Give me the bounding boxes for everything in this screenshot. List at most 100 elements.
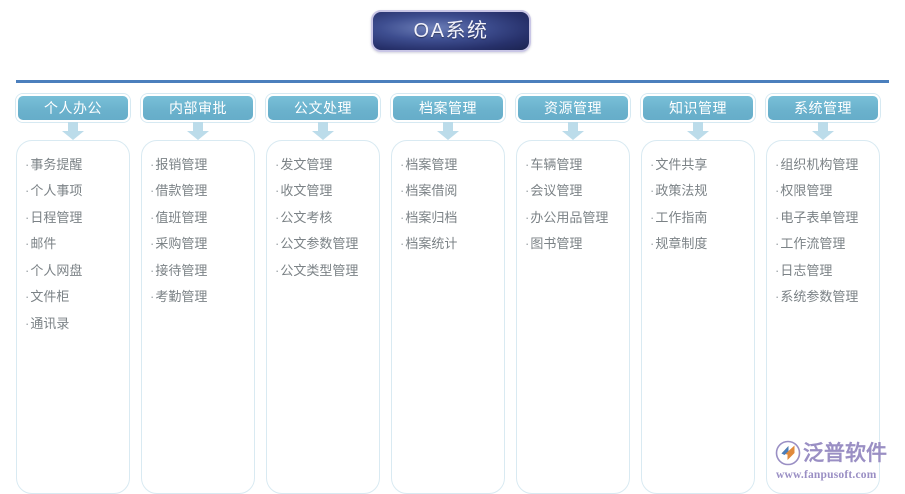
list-item[interactable]: ·借款管理 (150, 178, 248, 205)
list-item[interactable]: ·档案统计 (400, 231, 498, 258)
list-item[interactable]: ·档案借阅 (400, 178, 498, 205)
bullet-icon: · (650, 183, 655, 199)
list-item[interactable]: ·档案归档 (400, 204, 498, 231)
list-item[interactable]: ·事务提醒 (25, 151, 123, 178)
list-item[interactable]: ·工作流管理 (775, 231, 873, 258)
module-column: 档案管理·档案管理·档案借阅·档案归档·档案统计 (391, 94, 505, 494)
list-item-label: 个人网盘 (30, 262, 83, 278)
list-item-label: 电子表单管理 (780, 209, 859, 225)
module-column: 知识管理·文件共享·政策法规·工作指南·规章制度 (641, 94, 755, 494)
list-item-label: 权限管理 (780, 183, 833, 199)
list-item[interactable]: ·考勤管理 (150, 284, 248, 311)
bullet-icon: · (525, 156, 530, 172)
list-item[interactable]: ·接待管理 (150, 257, 248, 284)
column-header-1[interactable]: 个人办公 (16, 94, 130, 122)
list-item[interactable]: ·日志管理 (775, 257, 873, 284)
list-item[interactable]: ·发文管理 (275, 151, 373, 178)
list-item-label: 工作指南 (655, 209, 708, 225)
list-item[interactable]: ·收文管理 (275, 178, 373, 205)
list-item[interactable]: ·值班管理 (150, 204, 248, 231)
list-item[interactable]: ·公文考核 (275, 204, 373, 231)
bullet-icon: · (775, 209, 780, 225)
down-arrow-icon (641, 122, 755, 140)
list-item-label: 收文管理 (280, 183, 333, 199)
module-column: 系统管理·组织机构管理·权限管理·电子表单管理·工作流管理·日志管理·系统参数管… (766, 94, 880, 494)
bullet-icon: · (150, 236, 155, 252)
list-item-label: 事务提醒 (30, 156, 83, 172)
bullet-icon: · (775, 156, 780, 172)
list-item-label: 值班管理 (155, 209, 208, 225)
bullet-icon: · (400, 183, 405, 199)
list-item[interactable]: ·电子表单管理 (775, 204, 873, 231)
bullet-icon: · (150, 262, 155, 278)
bullet-icon: · (25, 156, 30, 172)
column-header-3[interactable]: 公文处理 (266, 94, 380, 122)
down-arrow-icon (16, 122, 130, 140)
list-item-label: 会议管理 (530, 183, 583, 199)
column-header-6[interactable]: 知识管理 (641, 94, 755, 122)
column-body: ·车辆管理·会议管理·办公用品管理·图书管理 (516, 140, 630, 494)
column-body: ·档案管理·档案借阅·档案归档·档案统计 (391, 140, 505, 494)
bullet-icon: · (150, 183, 155, 199)
bullet-icon: · (650, 236, 655, 252)
bullet-icon: · (275, 156, 280, 172)
list-item-label: 接待管理 (155, 262, 208, 278)
bullet-icon: · (25, 209, 30, 225)
column-body: ·事务提醒·个人事项·日程管理·邮件·个人网盘·文件柜·通讯录 (16, 140, 130, 494)
list-item[interactable]: ·日程管理 (25, 204, 123, 231)
list-item-label: 档案归档 (405, 209, 458, 225)
list-item[interactable]: ·通讯录 (25, 311, 123, 338)
list-item-label: 公文类型管理 (280, 262, 359, 278)
list-item[interactable]: ·系统参数管理 (775, 284, 873, 311)
list-item[interactable]: ·工作指南 (650, 204, 748, 231)
list-item-label: 图书管理 (530, 236, 583, 252)
list-item[interactable]: ·邮件 (25, 231, 123, 258)
list-item[interactable]: ·公文类型管理 (275, 257, 373, 284)
header-divider (16, 80, 889, 83)
list-item[interactable]: ·权限管理 (775, 178, 873, 205)
list-item-label: 考勤管理 (155, 289, 208, 305)
column-header-4[interactable]: 档案管理 (391, 94, 505, 122)
list-item[interactable]: ·办公用品管理 (525, 204, 623, 231)
list-item[interactable]: ·组织机构管理 (775, 151, 873, 178)
bullet-icon: · (150, 209, 155, 225)
list-item[interactable]: ·文件共享 (650, 151, 748, 178)
list-item[interactable]: ·政策法规 (650, 178, 748, 205)
bullet-icon: · (275, 183, 280, 199)
list-item-label: 借款管理 (155, 183, 208, 199)
list-item[interactable]: ·文件柜 (25, 284, 123, 311)
list-item[interactable]: ·车辆管理 (525, 151, 623, 178)
bullet-icon: · (25, 316, 30, 332)
module-column: 内部审批·报销管理·借款管理·值班管理·采购管理·接待管理·考勤管理 (141, 94, 255, 494)
list-item[interactable]: ·个人事项 (25, 178, 123, 205)
list-item[interactable]: ·公文参数管理 (275, 231, 373, 258)
bullet-icon: · (25, 289, 30, 305)
list-item[interactable]: ·档案管理 (400, 151, 498, 178)
bullet-icon: · (275, 209, 280, 225)
module-column: 个人办公·事务提醒·个人事项·日程管理·邮件·个人网盘·文件柜·通讯录 (16, 94, 130, 494)
list-item[interactable]: ·采购管理 (150, 231, 248, 258)
bullet-icon: · (775, 183, 780, 199)
down-arrow-icon (766, 122, 880, 140)
list-item-label: 档案统计 (405, 236, 458, 252)
bullet-icon: · (25, 236, 30, 252)
list-item[interactable]: ·个人网盘 (25, 257, 123, 284)
column-header-5[interactable]: 资源管理 (516, 94, 630, 122)
list-item-label: 车辆管理 (530, 156, 583, 172)
bullet-icon: · (400, 209, 405, 225)
list-item-label: 个人事项 (30, 183, 83, 199)
list-item[interactable]: ·图书管理 (525, 231, 623, 258)
down-arrow-icon (141, 122, 255, 140)
list-item[interactable]: ·规章制度 (650, 231, 748, 258)
list-item[interactable]: ·报销管理 (150, 151, 248, 178)
list-item-label: 公文参数管理 (280, 236, 359, 252)
list-item-label: 组织机构管理 (780, 156, 859, 172)
column-header-2[interactable]: 内部审批 (141, 94, 255, 122)
bullet-icon: · (775, 262, 780, 278)
list-item-label: 系统参数管理 (780, 289, 859, 305)
list-item-label: 采购管理 (155, 236, 208, 252)
bullet-icon: · (400, 156, 405, 172)
column-header-7[interactable]: 系统管理 (766, 94, 880, 122)
list-item[interactable]: ·会议管理 (525, 178, 623, 205)
down-arrow-icon (266, 122, 380, 140)
